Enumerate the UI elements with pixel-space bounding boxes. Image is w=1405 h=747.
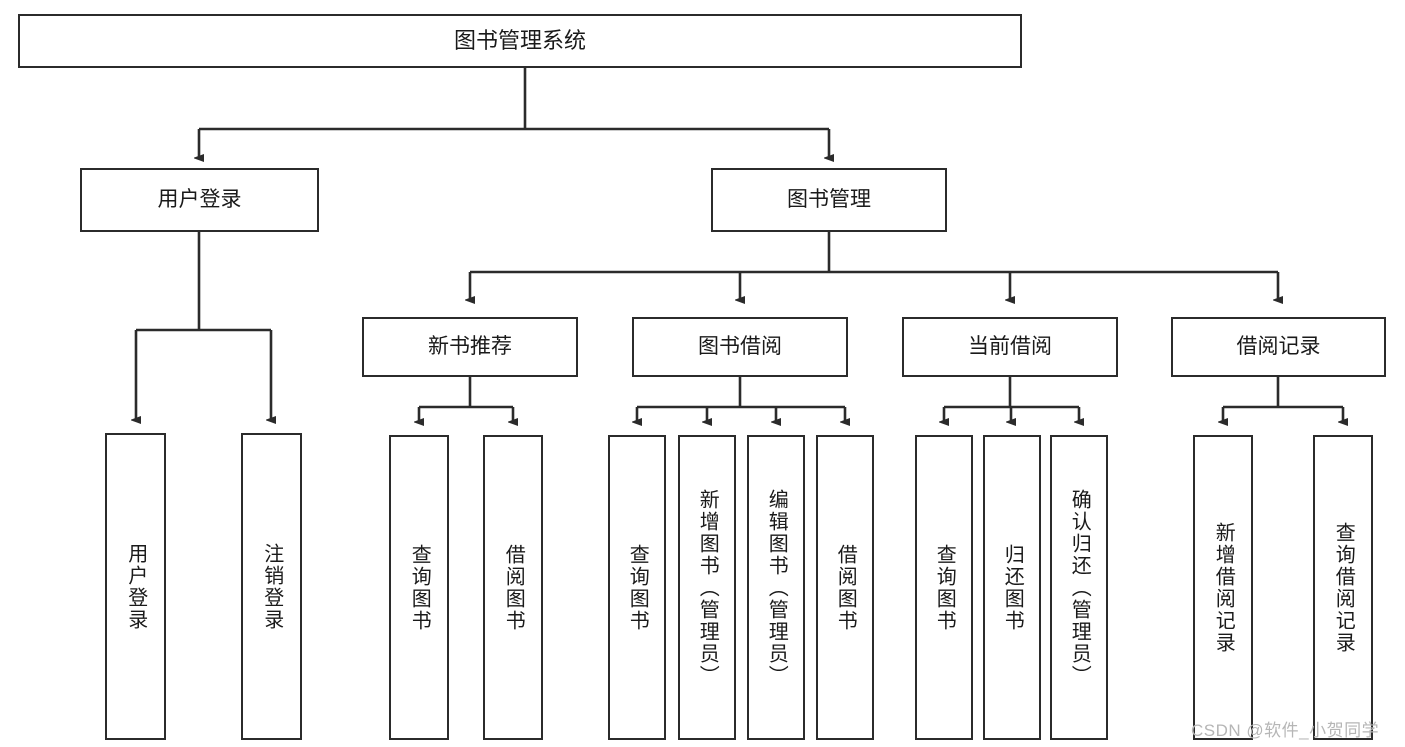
leaf-user-login-label: 用户登录 (124, 542, 147, 631)
leaf-add-borrow-record-label: 新增借阅记录 (1212, 521, 1235, 654)
node-borrow-record[interactable]: 借阅记录 (1171, 317, 1386, 377)
leaf-logout[interactable]: 注销登录 (241, 433, 302, 740)
leaf-confirm-return-admin[interactable]: 确认归还（管理员） (1050, 435, 1108, 740)
leaf-return-book[interactable]: 归还图书 (983, 435, 1041, 740)
leaf-current-query-book-label: 查询图书 (933, 543, 956, 632)
node-root-label: 图书管理系统 (453, 27, 586, 53)
node-new-book-recommend[interactable]: 新书推荐 (362, 317, 578, 377)
leaf-edit-book-admin[interactable]: 编辑图书（管理员） (747, 435, 805, 740)
node-book-management-label: 图书管理 (787, 188, 871, 212)
node-book-borrow[interactable]: 图书借阅 (632, 317, 848, 377)
node-current-borrow-label: 当前借阅 (968, 335, 1052, 359)
leaf-add-book-admin[interactable]: 新增图书（管理员） (678, 435, 736, 740)
leaf-query-borrow-record[interactable]: 查询借阅记录 (1313, 435, 1373, 740)
leaf-recommend-query-book[interactable]: 查询图书 (389, 435, 449, 740)
node-borrow-record-label: 借阅记录 (1236, 335, 1321, 359)
leaf-user-login[interactable]: 用户登录 (105, 433, 166, 740)
leaf-add-book-admin-label: 新增图书（管理员） (696, 488, 719, 687)
leaf-borrow-book-label: 借阅图书 (834, 543, 857, 632)
leaf-recommend-borrow-book-label: 借阅图书 (502, 543, 525, 632)
leaf-add-borrow-record[interactable]: 新增借阅记录 (1193, 435, 1253, 740)
node-new-book-recommend-label: 新书推荐 (428, 335, 512, 359)
leaf-confirm-return-admin-label: 确认归还（管理员） (1068, 488, 1091, 687)
leaf-current-query-book[interactable]: 查询图书 (915, 435, 973, 740)
leaf-return-book-label: 归还图书 (1001, 543, 1024, 632)
leaf-borrow-book[interactable]: 借阅图书 (816, 435, 874, 740)
node-book-management[interactable]: 图书管理 (711, 168, 947, 232)
node-user-login[interactable]: 用户登录 (80, 168, 319, 232)
leaf-recommend-borrow-book[interactable]: 借阅图书 (483, 435, 543, 740)
node-current-borrow[interactable]: 当前借阅 (902, 317, 1118, 377)
leaf-query-borrow-record-label: 查询借阅记录 (1332, 521, 1355, 654)
leaf-logout-label: 注销登录 (260, 542, 283, 631)
leaf-borrow-query-book-label: 查询图书 (626, 543, 649, 632)
leaf-borrow-query-book[interactable]: 查询图书 (608, 435, 666, 740)
node-user-login-label: 用户登录 (157, 188, 242, 212)
leaf-recommend-query-book-label: 查询图书 (408, 543, 431, 632)
node-root[interactable]: 图书管理系统 (18, 14, 1022, 68)
leaf-edit-book-admin-label: 编辑图书（管理员） (765, 488, 788, 687)
node-book-borrow-label: 图书借阅 (698, 335, 782, 359)
